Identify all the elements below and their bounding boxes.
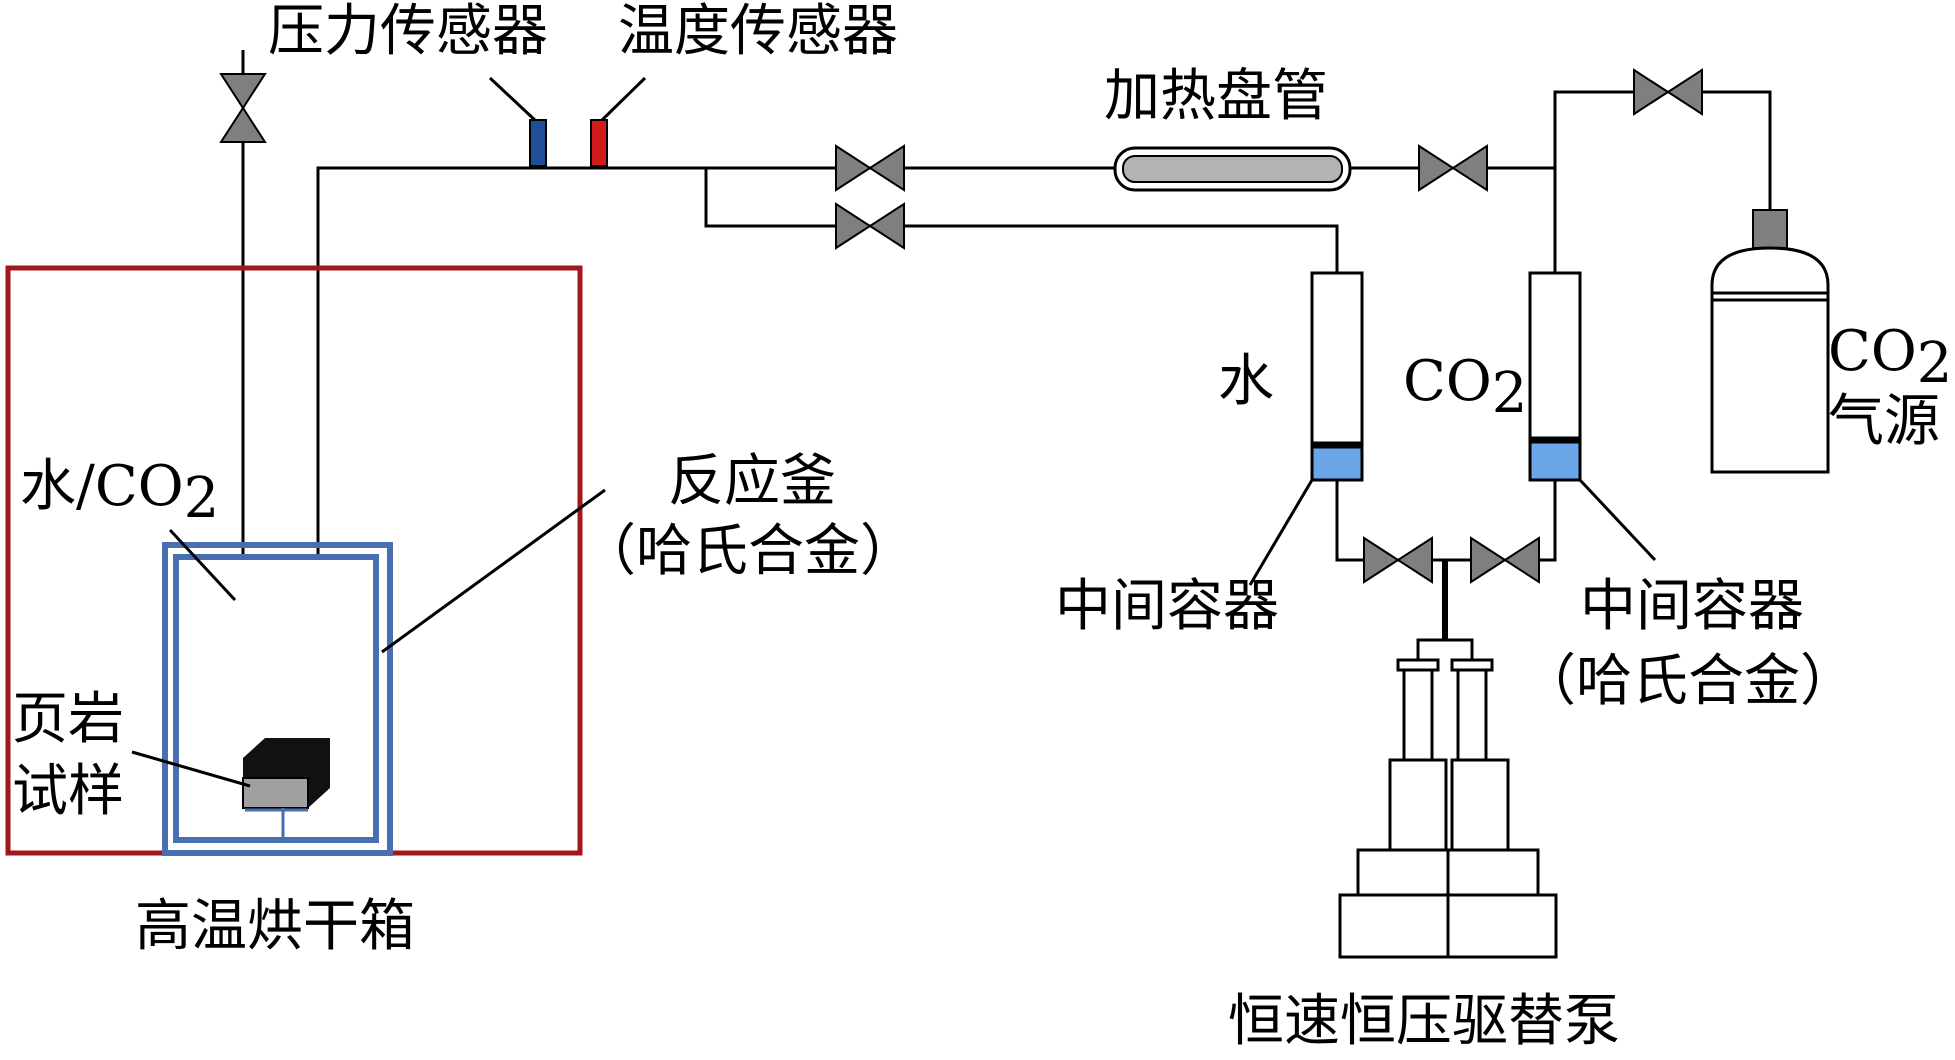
valve-heater-outlet[interactable] xyxy=(1418,145,1488,191)
label-intermediate-right: 中间容器 xyxy=(1580,574,1804,639)
vent-valve[interactable] xyxy=(220,73,266,143)
heating-coil xyxy=(1113,146,1352,192)
label-shale-line2: 试样 xyxy=(12,759,124,824)
valve-co2-source[interactable] xyxy=(1633,69,1703,115)
reactor-outer-wall xyxy=(162,542,393,856)
label-intermediate-left: 中间容器 xyxy=(1055,574,1279,639)
label-oven: 高温烘干箱 xyxy=(135,894,415,959)
pressure-sensor xyxy=(488,76,547,167)
temperature-sensor xyxy=(590,76,647,167)
label-reactor: 反应釜 xyxy=(668,449,836,514)
label-fluid: 水/CO2 xyxy=(20,454,219,531)
valve-co2-container-bottom[interactable] xyxy=(1470,537,1540,583)
label-intermediate-right-material: （哈氏合金） xyxy=(1520,649,1856,714)
valve-water-container-bottom[interactable] xyxy=(1363,537,1433,583)
intermediate-container-water xyxy=(1310,271,1364,482)
shale-sample xyxy=(242,738,330,840)
label-co2-source-line2: 气源 xyxy=(1828,389,1940,454)
label-heating-coil: 加热盘管 xyxy=(1104,64,1328,129)
valve-main-line[interactable] xyxy=(835,145,905,191)
co2-gas-cylinder xyxy=(1710,209,1830,474)
intermediate-container-co2 xyxy=(1528,271,1582,482)
label-reactor-material: （哈氏合金） xyxy=(580,519,916,584)
label-co2-source-line1: CO2 xyxy=(1828,319,1952,396)
leader-lines xyxy=(131,478,1657,788)
constant-speed-pressure-pump xyxy=(1338,658,1558,959)
label-pump: 恒速恒压驱替泵 xyxy=(1228,989,1620,1054)
label-pressure-sensor: 压力传感器 xyxy=(268,0,548,64)
reactor-inner-wall xyxy=(173,554,379,843)
label-co2: CO2 xyxy=(1403,349,1527,426)
label-temperature-sensor: 温度传感器 xyxy=(618,0,898,64)
label-shale-line1: 页岩 xyxy=(12,687,124,752)
label-water: 水 xyxy=(1218,349,1274,414)
valve-water-line[interactable] xyxy=(835,203,905,249)
